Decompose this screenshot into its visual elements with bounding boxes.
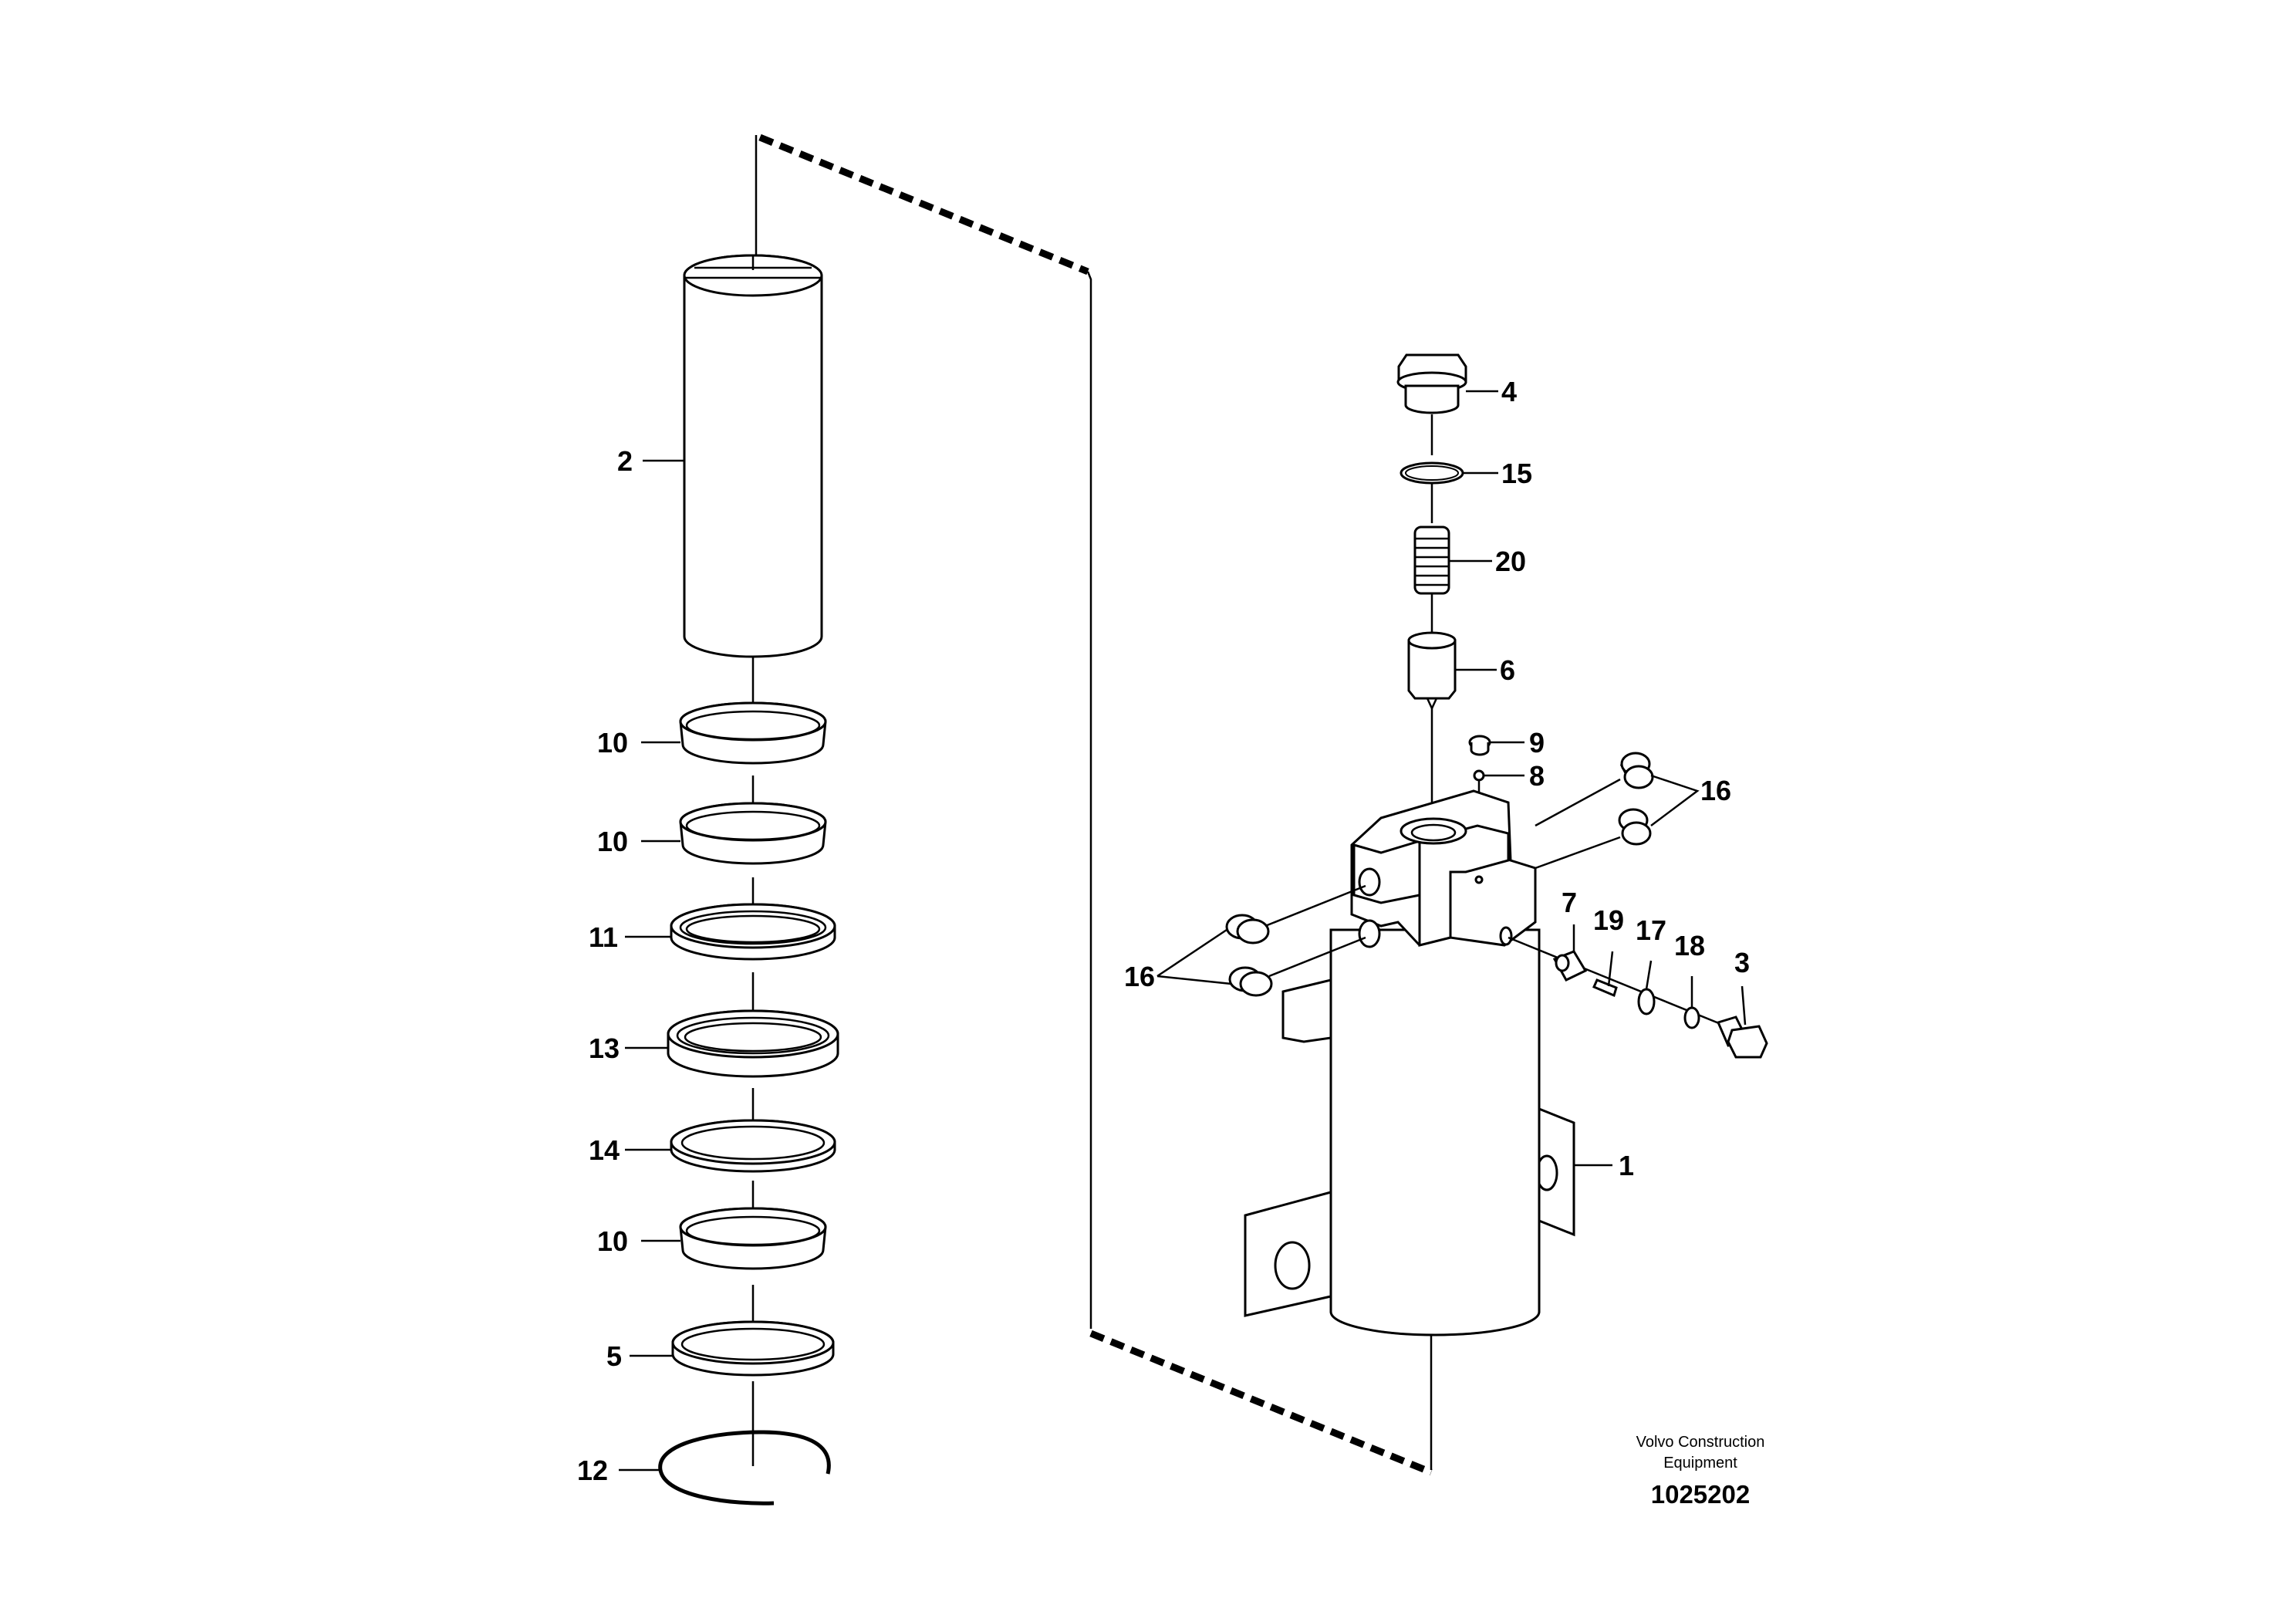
part-10-ring-c [679,1207,827,1270]
part-4-plug [1396,353,1467,455]
callout-labels: 2 10 10 11 13 14 10 5 12 4 15 20 6 9 8 1… [577,376,1750,1486]
callout-16: 16 [1124,961,1155,992]
part-16-fitting-lower-a [1225,914,1270,944]
callout-14: 14 [589,1134,620,1166]
callout-10: 10 [597,1225,628,1257]
callout-3: 3 [1734,947,1750,978]
callout-11: 11 [589,921,618,953]
callout-10: 10 [597,826,628,857]
callout-12: 12 [577,1455,608,1486]
part-20-spring [1413,525,1450,635]
callout-19: 19 [1593,904,1624,936]
part-11-seal [670,903,836,961]
callout-18: 18 [1674,930,1705,961]
callout-9: 9 [1529,727,1545,759]
callout-16: 16 [1700,775,1731,806]
callout-7: 7 [1562,887,1577,918]
part-16-fitting-lower-b [1228,966,1273,997]
part-10-ring-b [679,802,827,865]
drawing-number: 1025202 [1651,1480,1750,1509]
part-7-sleeve [1552,950,1588,982]
company-name-line1: Volvo Construction [1636,1434,1765,1451]
callout-4: 4 [1501,376,1517,407]
assembly-dashed-bracket [755,133,1433,1476]
drawing-caption: Volvo Construction Equipment 1025202 [1636,1434,1765,1509]
callout-2: 2 [617,445,633,477]
part-18-washer [1683,1006,1700,1029]
part-16-fitting-upper-a [1619,752,1654,789]
part-13-seal [667,1009,839,1078]
part-5-seal [671,1320,835,1377]
callout-1: 1 [1619,1150,1634,1181]
callout-10: 10 [597,727,628,759]
callout-17: 17 [1636,914,1666,946]
callout-8: 8 [1529,760,1545,792]
part-12-snap-ring [658,1430,831,1505]
callout-20: 20 [1495,546,1526,577]
part-14-ring [670,1119,836,1173]
callout-13: 13 [589,1032,620,1064]
part-16-fitting-upper-b [1618,808,1652,846]
leader-lines [619,390,1747,1472]
part-15-o-ring [1400,461,1464,523]
part-10-ring-a [679,701,827,765]
fitting-axis-lines [1264,778,1621,978]
part-17-o-ring [1637,988,1656,1015]
part-19-spring [1592,978,1618,998]
part-6-piston [1407,631,1457,826]
callout-5: 5 [606,1340,622,1372]
part-9-plug-small [1468,735,1491,756]
part-2-sleeve [683,254,823,658]
part-3-plug [1716,1015,1768,1059]
callout-15: 15 [1501,458,1532,489]
part-1-housing [1244,789,1575,1336]
company-name-line2: Equipment [1663,1455,1737,1472]
callout-6: 6 [1500,654,1515,686]
